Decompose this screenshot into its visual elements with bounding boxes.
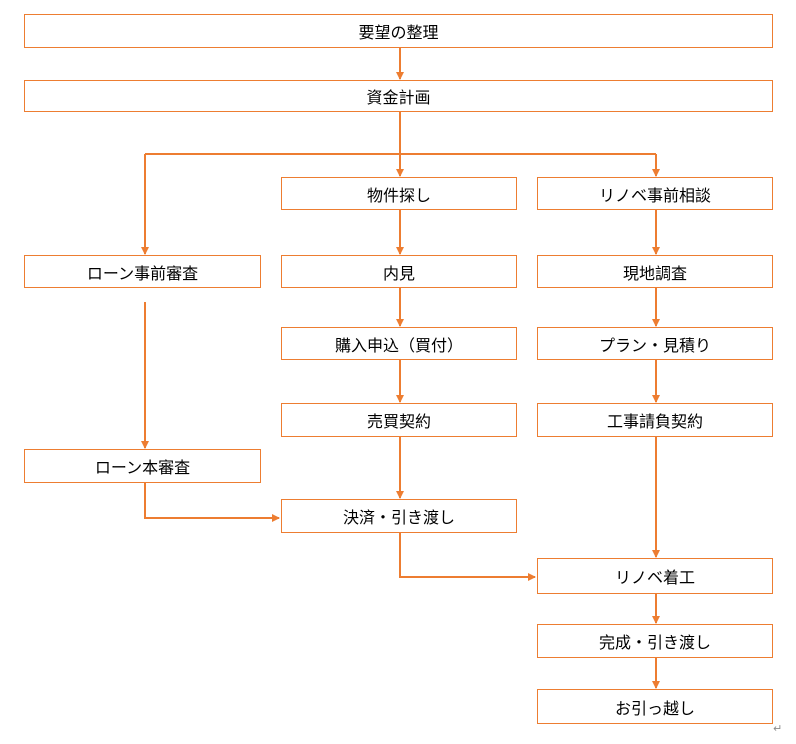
renovation-consult-box: リノベ事前相談: [537, 177, 773, 210]
property-search-box: 物件探し: [281, 177, 517, 210]
completion-handover-box: 完成・引き渡し: [537, 624, 773, 658]
arrow-settlement-to-renovation-start: [399, 533, 536, 581]
loan-final-screening-box: ローン本審査: [24, 449, 261, 483]
settlement-handover-box: 決済・引き渡し: [281, 499, 517, 533]
requirements-box: 要望の整理: [24, 14, 773, 48]
moving-box: お引っ越し: [537, 689, 773, 724]
sales-contract-box: 売買契約: [281, 403, 517, 437]
site-survey-box: 現地調査: [537, 255, 773, 288]
viewing-box: 内見: [281, 255, 517, 288]
purchase-application-box: 購入申込（買付）: [281, 327, 517, 360]
construction-contract-box: 工事請負契約: [537, 403, 773, 437]
renovation-start-box: リノベ着工: [537, 558, 773, 594]
arrow-loan-final-to-settlement: [144, 483, 280, 522]
plan-estimate-box: プラン・見積り: [537, 327, 773, 360]
paragraph-return-icon: ↵: [773, 722, 783, 735]
loan-prescreen-box: ローン事前審査: [24, 255, 261, 288]
funding-plan-box: 資金計画: [24, 80, 773, 112]
